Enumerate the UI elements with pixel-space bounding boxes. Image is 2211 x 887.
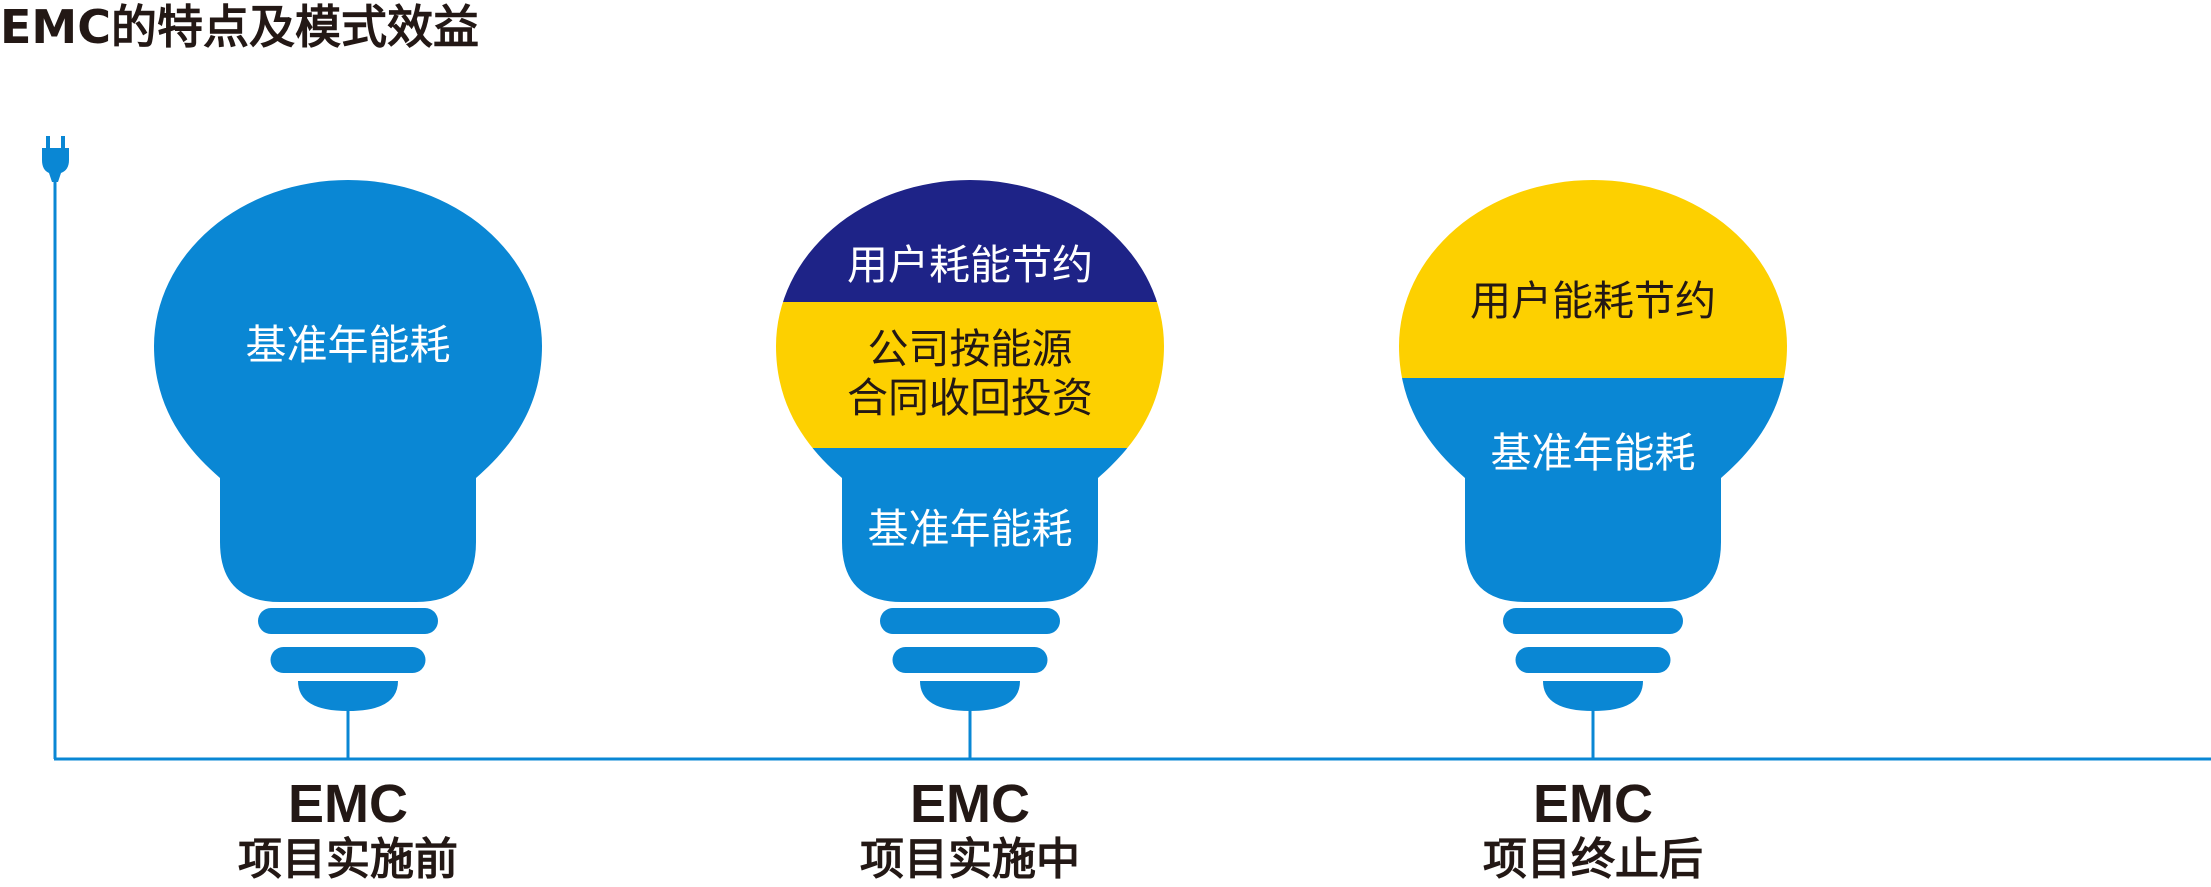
- bulb-2-screw-ring-2: [892, 647, 1048, 673]
- bulb-1-tip: [298, 681, 398, 711]
- stage-label-line1: EMC: [1533, 774, 1653, 834]
- bulb-1-band-1: [154, 180, 542, 602]
- bulb-1: 基准年能耗: [154, 180, 542, 759]
- bulb-2-band-2: [776, 302, 1164, 448]
- stage-label-line2: 项目实施中: [860, 834, 1080, 885]
- bulb-3-band-1-label: 用户能耗节约: [1470, 277, 1716, 325]
- bulb-1-screw-ring-1: [258, 608, 438, 634]
- bulb-2-band-2-label: 合同收回投资: [847, 374, 1093, 422]
- bulb-2-band-2-label: 公司按能源: [868, 325, 1073, 373]
- bulb-1-band-1-label: 基准年能耗: [246, 321, 451, 369]
- stage-label-line1: EMC: [910, 774, 1030, 834]
- page-title: EMC的特点及模式效益: [0, 0, 479, 54]
- bulb-3-band-2-label: 基准年能耗: [1491, 429, 1696, 477]
- bulb-3-screw-ring-2: [1515, 647, 1671, 673]
- bulb-3-tip: [1543, 681, 1643, 711]
- bulb-2-band-3-label: 基准年能耗: [868, 505, 1073, 553]
- bulb-3-band-2: [1399, 378, 1787, 602]
- bulb-2-tip: [920, 681, 1020, 711]
- power-plug-icon: [42, 136, 69, 182]
- bulb-2-band-1-label: 用户耗能节约: [847, 241, 1093, 289]
- bulb-3-screw-ring-1: [1503, 608, 1683, 634]
- stage-label-line1: EMC: [288, 774, 408, 834]
- bulb-2-screw-ring-1: [880, 608, 1060, 634]
- stage-label-line2: 项目终止后: [1483, 834, 1703, 885]
- stage-label-line2: 项目实施前: [238, 834, 458, 885]
- bulb-3-band-1: [1399, 180, 1787, 378]
- bulb-1-screw-ring-2: [270, 647, 426, 673]
